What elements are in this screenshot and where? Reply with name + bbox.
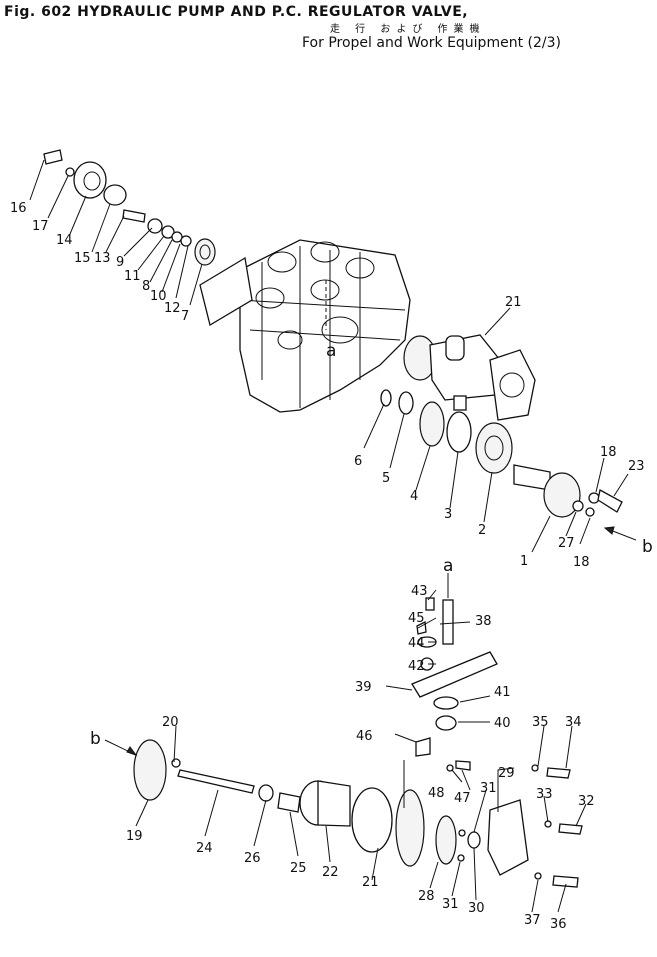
- callout-36: 36: [550, 917, 567, 932]
- ref-letter-a-upper: a: [326, 341, 336, 361]
- callout-29: 29: [498, 766, 515, 781]
- callout-37: 37: [524, 913, 541, 928]
- ref-letter-a-lower: a: [443, 556, 453, 576]
- pump-case: [199, 239, 411, 413]
- figure-title: Fig. 602 HYDRAULIC PUMP AND P.C. REGULAT…: [4, 4, 469, 20]
- callout-2: 2: [478, 523, 486, 538]
- callout-25: 25: [290, 861, 307, 876]
- callout-43: 43: [411, 584, 428, 599]
- callout-32: 32: [578, 794, 595, 809]
- callout-5: 5: [382, 471, 390, 486]
- callout-labels: 16 17 14 15 13 9 11 8 10 12 7 21 6 5 4 3…: [10, 201, 645, 932]
- ref-letter-b-upper: b: [642, 537, 653, 557]
- callout-13: 13: [94, 251, 111, 266]
- callout-40: 40: [494, 716, 511, 731]
- callout-28: 28: [418, 889, 435, 904]
- callout-26: 26: [244, 851, 261, 866]
- callout-21-upper: 21: [505, 295, 522, 310]
- callout-31-upper: 31: [480, 781, 497, 796]
- callout-48: 48: [428, 786, 445, 801]
- callout-46: 46: [356, 729, 373, 744]
- callout-31-lower: 31: [442, 897, 459, 912]
- callout-7: 7: [181, 309, 189, 324]
- callout-16: 16: [10, 201, 27, 216]
- callout-34: 34: [565, 715, 582, 730]
- callout-9: 9: [116, 255, 124, 270]
- callout-39: 39: [355, 680, 372, 695]
- callout-10: 10: [150, 289, 167, 304]
- arrowhead-b-upper: [603, 526, 615, 535]
- callout-3: 3: [444, 507, 452, 522]
- english-subtitle: For Propel and Work Equipment (2/3): [302, 35, 561, 51]
- callout-44: 44: [408, 636, 425, 651]
- shaft-and-plugs: [513, 464, 623, 518]
- callout-22: 22: [322, 865, 339, 880]
- callout-11: 11: [124, 269, 141, 284]
- callout-45: 45: [408, 611, 425, 626]
- callout-15: 15: [74, 251, 91, 266]
- callout-47: 47: [454, 791, 471, 806]
- callout-18-upper: 18: [600, 445, 617, 460]
- callout-35: 35: [532, 715, 549, 730]
- callout-6: 6: [354, 454, 362, 469]
- callout-19: 19: [126, 829, 143, 844]
- callout-30: 30: [468, 901, 485, 916]
- callout-38: 38: [475, 614, 492, 629]
- reference-letters: a a b b: [90, 341, 653, 749]
- callout-17: 17: [32, 219, 49, 234]
- callout-23: 23: [628, 459, 645, 474]
- ref-letter-b-lower: b: [90, 729, 101, 749]
- callout-42: 42: [408, 659, 425, 674]
- callout-18-lower: 18: [573, 555, 590, 570]
- upper-fastener-group: [43, 149, 216, 266]
- lower-pump-assembly: [133, 739, 583, 888]
- callout-8: 8: [142, 279, 150, 294]
- callout-33: 33: [536, 787, 553, 802]
- callout-24: 24: [196, 841, 213, 856]
- callout-1: 1: [520, 554, 528, 569]
- pump-assembly-upper: [403, 334, 536, 421]
- japanese-subtitle: 走 行 および 作業機: [330, 24, 486, 35]
- callout-41: 41: [494, 685, 511, 700]
- callout-21-lower: 21: [362, 875, 379, 890]
- arrowhead-b-lower: [126, 746, 138, 756]
- callout-4: 4: [410, 489, 418, 504]
- callout-14: 14: [56, 233, 73, 248]
- regulator-linkage: [411, 597, 498, 772]
- leader-lines: [29, 159, 629, 913]
- callout-27: 27: [558, 536, 575, 551]
- middle-bearing-chain: [380, 389, 513, 474]
- callout-20: 20: [162, 715, 179, 730]
- callout-12: 12: [164, 301, 181, 316]
